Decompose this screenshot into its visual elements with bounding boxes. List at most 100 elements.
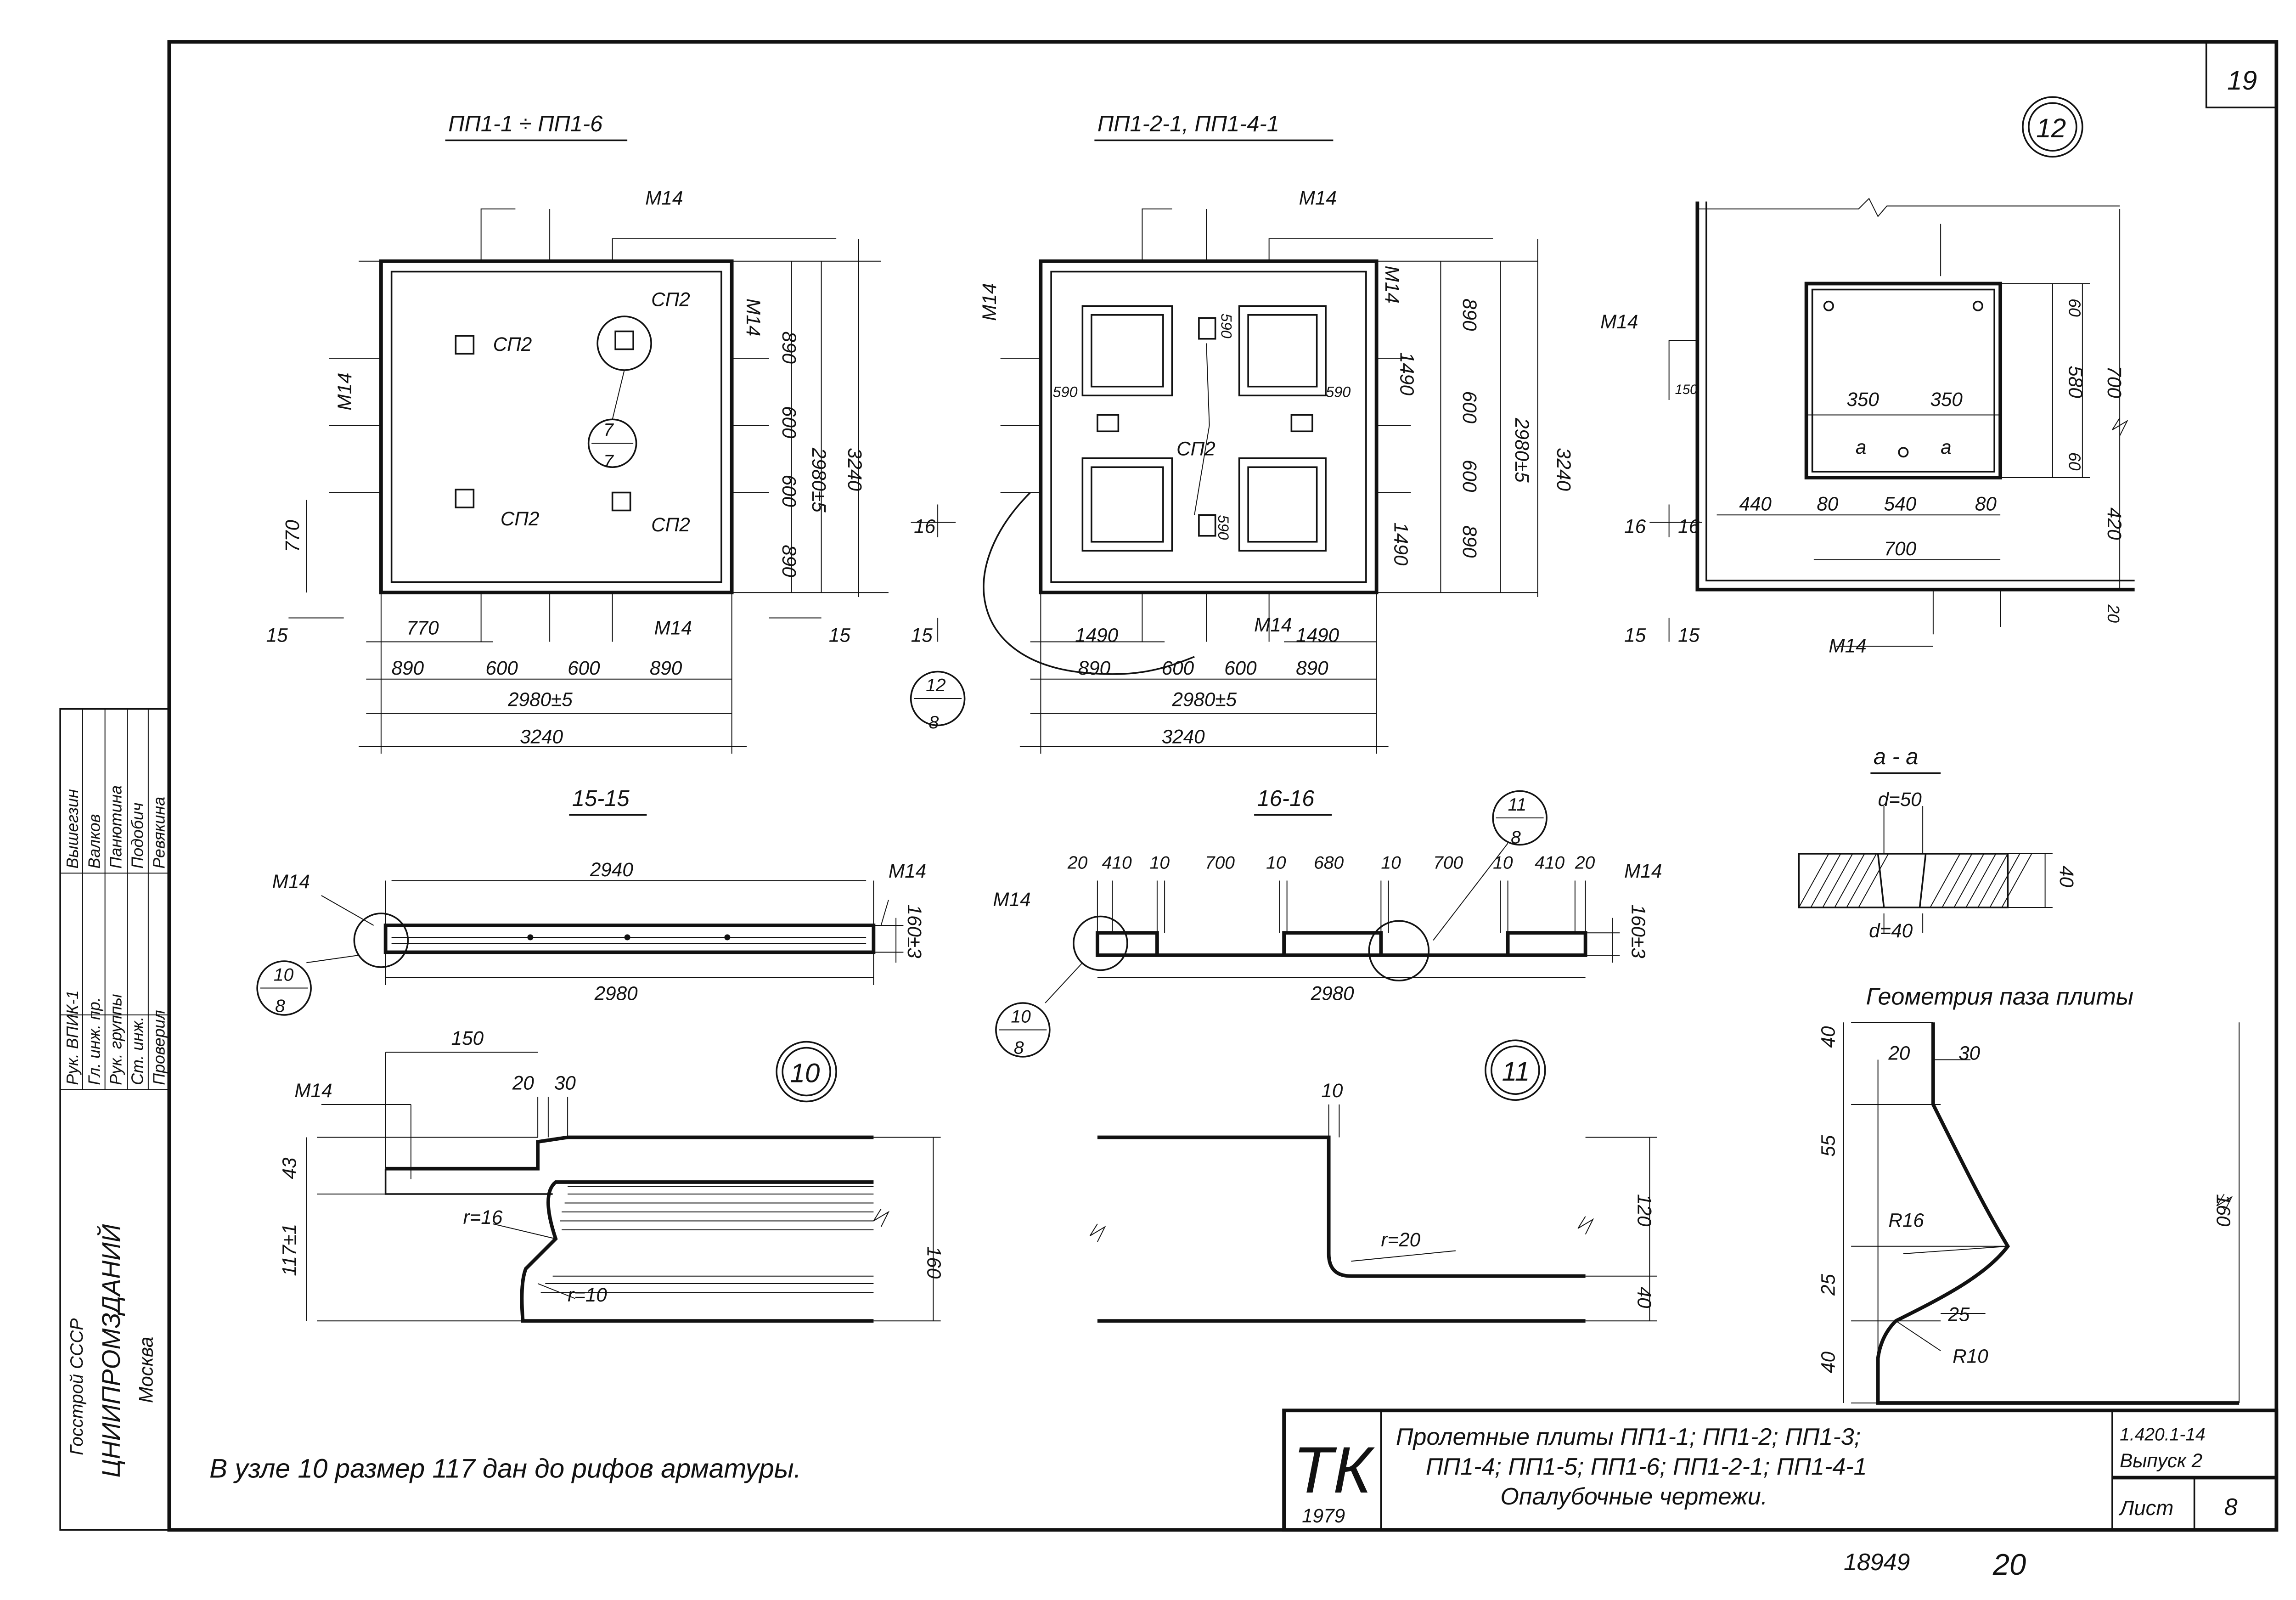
plan2-dimension: 600 bbox=[1459, 460, 1480, 492]
plan2-label: 590 bbox=[1052, 384, 1077, 400]
plan1-dimension: 890 bbox=[392, 657, 424, 679]
plan1-dimension: 770 bbox=[406, 617, 439, 638]
plan2-dimension: 890 bbox=[1078, 657, 1111, 679]
plan1-dimension: 3240 bbox=[844, 448, 866, 491]
stamp-role: Проверил bbox=[150, 1010, 169, 1085]
issue-number: Выпуск 2 bbox=[2120, 1450, 2202, 1471]
groove-label: 160 bbox=[2212, 1194, 2234, 1227]
detail12-label: 440 bbox=[1739, 493, 1772, 515]
plan2-label: 590 bbox=[1218, 314, 1235, 338]
section-aa-label: 40 bbox=[2056, 866, 2077, 887]
plan1-label: СП2 bbox=[493, 333, 532, 355]
detail12-label: 700 bbox=[1884, 538, 1917, 559]
detail12-label: 80 bbox=[1975, 493, 1997, 515]
plan2-dimension: 890 bbox=[1459, 525, 1480, 558]
detail12-label: 580 bbox=[2065, 366, 2087, 398]
detail12-label: 16 bbox=[1624, 515, 1646, 537]
groove-label: 55 bbox=[1817, 1135, 1839, 1156]
section16-label: 2980 bbox=[1311, 983, 1354, 1004]
groove-title: Геометрия паза плиты bbox=[1866, 983, 2133, 1010]
section16-dimension: 680 bbox=[1314, 853, 1344, 873]
plan2-label: 16 bbox=[914, 515, 935, 537]
title-line3: Опалубочные чертежи. bbox=[1500, 1483, 1767, 1510]
stamp-name: Панютина bbox=[107, 785, 125, 869]
plan1-dimension: 2980±5 bbox=[507, 688, 573, 710]
groove-label: 40 bbox=[1817, 1026, 1839, 1048]
groove-label: 25 bbox=[1947, 1303, 1970, 1325]
detail10-label: 30 bbox=[554, 1072, 576, 1094]
detail12-label: 80 bbox=[1817, 493, 1838, 515]
plan2-label: М14 bbox=[1254, 614, 1292, 636]
detail12-label: а bbox=[1941, 436, 1952, 458]
detail12-label: 540 bbox=[1884, 493, 1917, 515]
plan2-label: М14 bbox=[1299, 187, 1337, 208]
detail10-label: 160 bbox=[923, 1246, 945, 1279]
section16-label: 10 bbox=[1011, 1007, 1031, 1026]
section-aa-label: d=40 bbox=[1869, 920, 1913, 941]
detail12-mark: 12 bbox=[2036, 113, 2066, 143]
detail11-label: 40 bbox=[1633, 1287, 1655, 1308]
detail11-mark: 11 bbox=[1502, 1057, 1530, 1087]
plan2-dimension: 890 bbox=[1296, 657, 1328, 679]
groove-label: 30 bbox=[1958, 1042, 1980, 1064]
detail10-label: 150 bbox=[451, 1027, 484, 1049]
plan2-dimension: 1490 bbox=[1396, 352, 1418, 395]
detail10-label: 20 bbox=[512, 1072, 534, 1094]
plan2-label: М14 bbox=[1381, 266, 1403, 304]
plan2-label: М14 bbox=[979, 283, 1000, 321]
section16-label: М14 bbox=[1624, 860, 1662, 882]
plan2-dimension: 1490 bbox=[1390, 523, 1412, 566]
detail12-label: 350 bbox=[1846, 389, 1879, 410]
section15-label: 160±3 bbox=[904, 905, 925, 959]
plan1-label: 7 bbox=[603, 420, 614, 440]
series-number: 1.420.1-14 bbox=[2120, 1425, 2206, 1444]
plan2-label: 15 bbox=[911, 625, 933, 646]
section15-label: М14 bbox=[272, 871, 310, 892]
plan2-label: 8 bbox=[929, 713, 939, 732]
plan1-label: СП2 bbox=[501, 508, 540, 530]
section16-dimension: 10 bbox=[1381, 853, 1401, 873]
detail10-label: 117±1 bbox=[279, 1224, 300, 1276]
detail12-label: 20 bbox=[2104, 604, 2122, 623]
plan2-dimension: 1490 bbox=[1075, 625, 1118, 646]
section16-dimension: 700 bbox=[1433, 853, 1463, 873]
plan2-dimension: 2980±5 bbox=[1511, 417, 1533, 483]
title-year: 1979 bbox=[1302, 1505, 1345, 1527]
section16-label: 8 bbox=[1511, 828, 1521, 847]
archive-number: 18949 bbox=[1844, 1549, 1910, 1576]
stamp-role: Гл. инж. пр. bbox=[85, 997, 103, 1085]
section15-label: 8 bbox=[275, 997, 285, 1016]
groove-label: R16 bbox=[1888, 1210, 1924, 1231]
detail10-label: 43 bbox=[279, 1157, 300, 1179]
detail-mark-circles: 12 10 11 bbox=[776, 96, 2083, 1103]
plan1-label: 7 bbox=[603, 451, 614, 471]
section16-dimension: 20 bbox=[1575, 853, 1595, 873]
detail11-label: 120 bbox=[1633, 1194, 1655, 1227]
drawing-note: В узле 10 размер 117 дан до рифов армату… bbox=[209, 1454, 801, 1484]
plan1-dimension: 890 bbox=[650, 657, 682, 679]
detail12-label: 350 bbox=[1930, 389, 1963, 410]
plan1-label: М14 bbox=[645, 187, 683, 208]
sheet-corner-number: 19 bbox=[2227, 66, 2257, 96]
plan2-dimension: 3240 bbox=[1162, 726, 1205, 748]
stamp-name: Ревякина bbox=[150, 797, 169, 869]
section16-label: 160±3 bbox=[1627, 905, 1649, 959]
stamp-name: Вышегзин bbox=[63, 789, 82, 868]
plan1-title: ПП1-1 ÷ ПП1-6 bbox=[448, 112, 603, 136]
plan1-dimension: 600 bbox=[778, 475, 800, 507]
section16-dimension: 410 bbox=[1102, 853, 1132, 873]
plan2-dimension: 600 bbox=[1224, 657, 1257, 679]
stamp-institute: ЦНИИПРОМЗДАНИЙ bbox=[96, 1224, 125, 1477]
section16-dimension: 10 bbox=[1150, 853, 1170, 873]
plan1-dimension: 2980±5 bbox=[808, 447, 830, 513]
groove-label: 40 bbox=[1817, 1352, 1839, 1373]
plan2-label: 590 bbox=[1326, 384, 1351, 400]
detail11-label: r=20 bbox=[1381, 1229, 1420, 1251]
plan1-dimension: 600 bbox=[778, 406, 800, 439]
